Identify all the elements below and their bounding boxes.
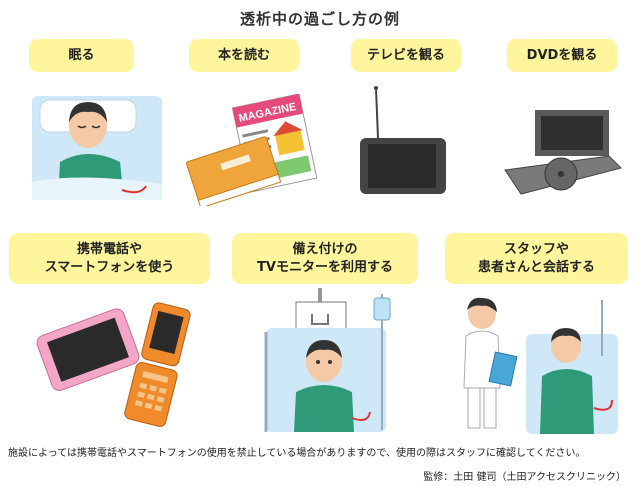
- blanket: [32, 177, 162, 200]
- tv-screen: [368, 144, 436, 188]
- patient-head: [551, 329, 581, 363]
- label-sleep: 眠る: [29, 39, 134, 72]
- phones-illustration: [36, 302, 191, 427]
- smartphone: [36, 308, 140, 391]
- clipboard: [488, 351, 518, 387]
- label-tv: テレビを観る: [351, 39, 461, 72]
- label-tv-line1: テレビを観る: [366, 47, 445, 63]
- dialysis-line: [351, 411, 371, 421]
- tv-antenna: [375, 87, 379, 139]
- label-bedtv-line1: 備え付けの: [292, 241, 358, 257]
- patient-head: [69, 104, 107, 148]
- label-dvd-line1: DVDを観る: [526, 47, 598, 63]
- staff-talk-illustration: [463, 297, 618, 434]
- label-talk-line2: 患者さんと会話する: [477, 259, 595, 275]
- label-read: 本を読む: [189, 39, 299, 72]
- bed-tv-illustration: [264, 288, 391, 432]
- label-dvd: DVDを観る: [507, 39, 617, 72]
- label-phone: 携帯電話や スマートフォンを使う: [9, 233, 210, 284]
- flip-phone: [124, 302, 191, 427]
- label-phone-line2: スマートフォンを使う: [44, 259, 175, 275]
- dialysis-line: [593, 399, 613, 411]
- supervisor-credit: 監修：土田 健司（土田アクセスクリニック）: [423, 472, 626, 483]
- closed-eyes: [77, 125, 101, 129]
- dvd-player-illustration: [504, 110, 622, 195]
- iv-bag: [373, 297, 391, 321]
- usage-note: 施設によっては携帯電話やスマートフォンの使用を禁止している場合がありますので、使…: [8, 448, 586, 459]
- patient-body: [294, 385, 354, 432]
- monitor-icon: [311, 314, 329, 325]
- orange-book: [186, 136, 282, 206]
- dialysis-line: [121, 185, 147, 194]
- monitor-arm: [318, 288, 322, 304]
- label-talk: スタッフや 患者さんと会話する: [445, 233, 628, 284]
- label-bedtv: 備え付けの TVモニターを利用する: [232, 233, 418, 284]
- label-sleep-line1: 眠る: [68, 47, 95, 63]
- label-bedtv-line2: TVモニターを利用する: [257, 259, 393, 275]
- label-talk-line1: スタッフや: [503, 241, 569, 257]
- patient-hair: [551, 328, 581, 342]
- patient-body: [540, 369, 594, 434]
- book-magazine-illustration: MAGAZINE: [186, 94, 318, 206]
- television-illustration: [360, 86, 446, 194]
- page-title: 透析中の過ごし方の例: [239, 10, 400, 28]
- patient-hair: [306, 340, 342, 358]
- patient-hair: [69, 102, 107, 122]
- label-phone-line1: 携帯電話や: [76, 241, 142, 257]
- label-read-line1: 本を読む: [217, 47, 270, 63]
- sleeping-patient-illustration: [32, 96, 162, 200]
- dvd-screen: [541, 116, 603, 150]
- patient-head: [306, 342, 342, 382]
